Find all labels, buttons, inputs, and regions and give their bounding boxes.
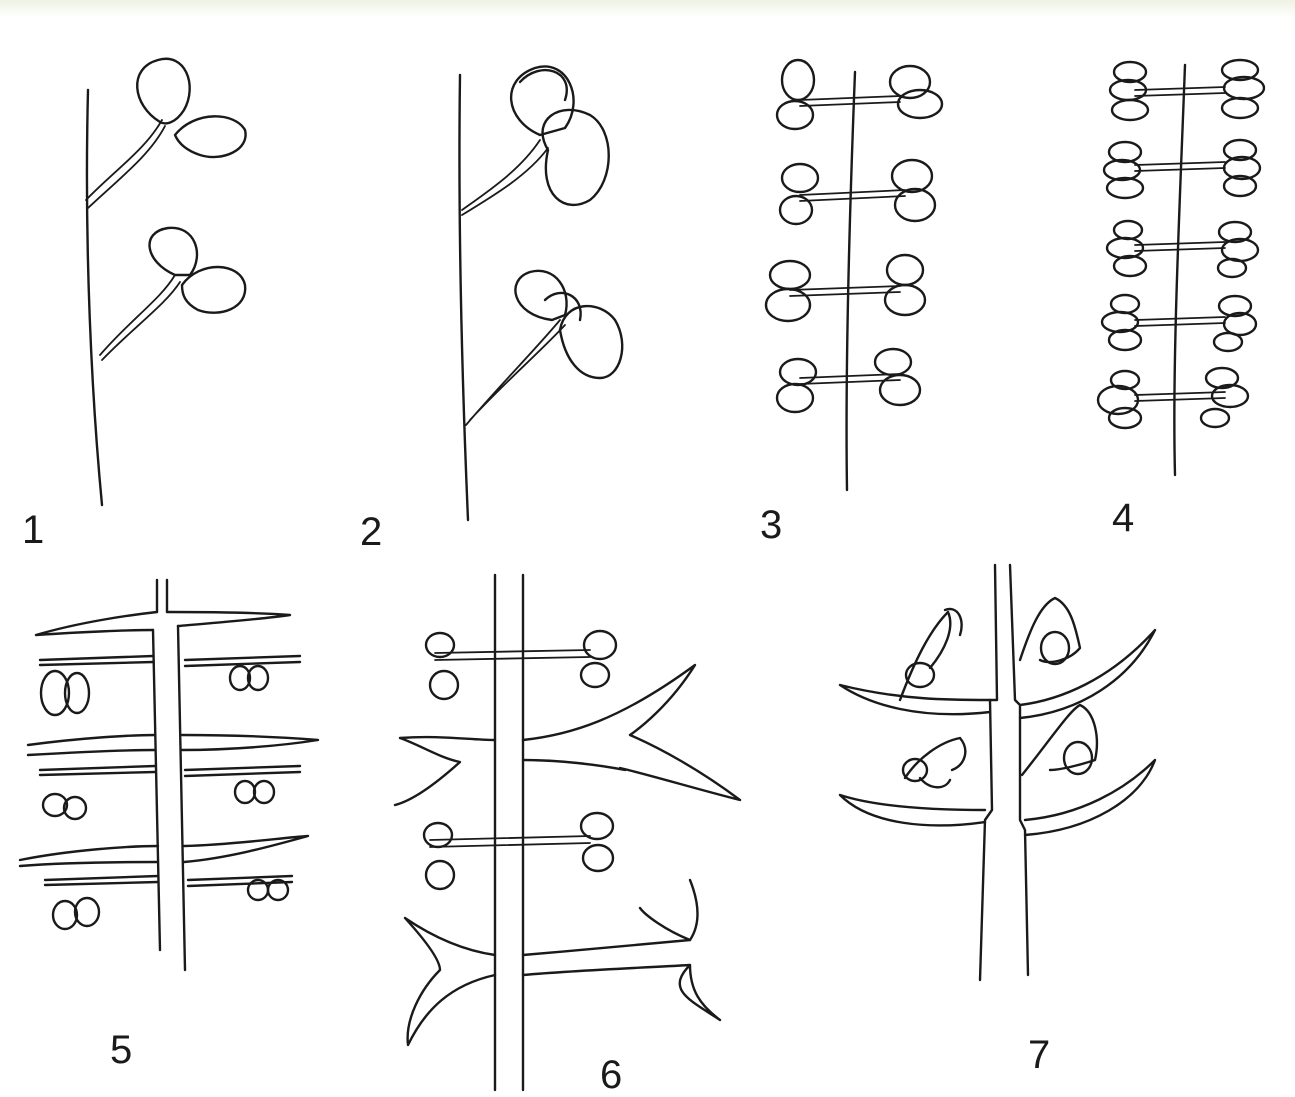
figure-7-stem [980, 565, 1028, 980]
figure-7-flower [1041, 632, 1069, 664]
figure-4-drawing [1098, 60, 1264, 475]
figure-6-branch [435, 650, 590, 660]
figure-1-leaf [150, 228, 197, 275]
figure-4-stem [1174, 65, 1185, 475]
figure-7-flower [903, 759, 927, 781]
figure-6-flower [581, 813, 613, 839]
figure-5-branch [40, 766, 300, 776]
figure-label-6: 6 [600, 1055, 622, 1095]
figure-5-stem [153, 626, 185, 970]
figure-1-stem [87, 90, 102, 505]
figure-6-bract [395, 665, 740, 805]
figure-6-flower [581, 663, 609, 687]
figure-6-flower [583, 845, 613, 871]
figure-4-node [1110, 60, 1264, 120]
figure-2-leaf [543, 110, 609, 205]
figure-7-bract [840, 760, 1155, 835]
figure-2-stem [459, 75, 468, 520]
figure-2-leaf [560, 306, 622, 378]
figure-6-drawing [395, 575, 740, 1090]
figure-5-bract [20, 836, 308, 866]
figure-1-branch-lower [100, 275, 180, 360]
figure-7-drawing [840, 565, 1155, 980]
figure-5-flower [53, 901, 77, 929]
figure-1-leaf [175, 116, 246, 157]
figure-6-flower [424, 823, 452, 847]
figure-3-node [777, 349, 920, 412]
figure-4-node [1098, 368, 1248, 428]
figure-5-bract [28, 735, 318, 755]
figure-label-3: 3 [760, 505, 782, 545]
figure-6-bract-tip [690, 880, 698, 940]
figure-3-drawing [766, 60, 942, 490]
figure-5-branch [40, 656, 300, 666]
figure-1-drawing [86, 59, 246, 505]
figure-3-node [780, 160, 935, 224]
figure-2-leaf-fold [520, 70, 567, 100]
figure-2-branch-upper [462, 140, 548, 215]
figure-label-7: 7 [1028, 1035, 1050, 1075]
figure-3-node [777, 60, 942, 129]
figure-5-flower [254, 781, 274, 803]
figure-label-2: 2 [360, 512, 382, 552]
figure-7-flower [900, 609, 962, 700]
figure-4-node [1102, 295, 1256, 351]
figure-7-flower [1020, 598, 1080, 662]
figure-6-flower [426, 861, 454, 889]
figure-7-flower [1064, 742, 1092, 774]
figure-6-flower [430, 671, 458, 699]
figure-label-1: 1 [22, 510, 44, 550]
figure-3-stem [847, 72, 855, 490]
figure-5-flower [75, 898, 99, 926]
figure-5-drawing [20, 580, 318, 970]
figure-4-node [1107, 221, 1258, 277]
figure-label-4: 4 [1112, 498, 1134, 538]
figure-2-drawing [459, 66, 622, 520]
figure-5-stem-top [157, 580, 167, 612]
figure-6-bract [405, 908, 720, 1045]
figure-5-bract [36, 612, 290, 635]
figure-1-leaf [137, 59, 190, 124]
figure-1-branch-upper [86, 120, 165, 208]
figure-2-leaf [515, 271, 566, 320]
figure-2-branch-lower [466, 320, 565, 425]
figure-3-node [766, 255, 925, 321]
figure-6-flower [584, 631, 616, 659]
figure-label-5: 5 [110, 1030, 132, 1070]
figure-6-branch [430, 836, 590, 847]
figure-5-flower [235, 781, 255, 803]
